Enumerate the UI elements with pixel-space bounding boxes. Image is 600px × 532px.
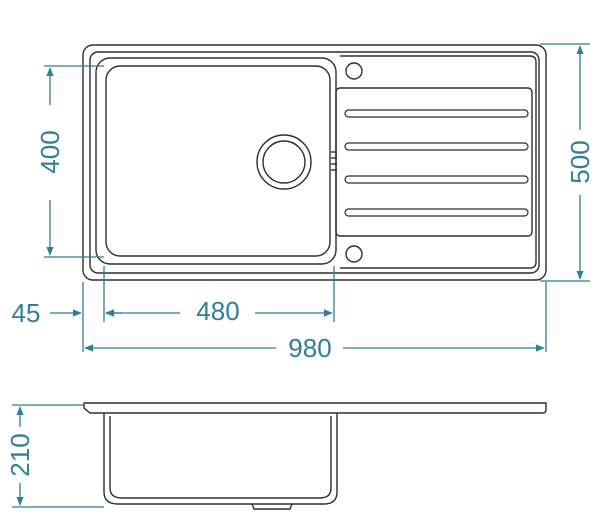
drainer-grooves	[344, 109, 529, 217]
sink-outer-rim	[82, 44, 547, 281]
label-overall-depth: 500	[565, 140, 595, 183]
side-view-rim	[83, 402, 547, 414]
dimension-overall-depth	[540, 43, 590, 282]
drainer-board-outline	[340, 55, 537, 269]
label-overall-width: 980	[288, 333, 331, 363]
drain-outer-ring	[256, 134, 312, 190]
side-view-bowl-outer	[103, 413, 338, 505]
bowl-inner-outline	[105, 65, 331, 257]
label-left-margin: 45	[12, 298, 41, 328]
sink-side-view	[83, 402, 547, 510]
label-bowl-height: 400	[35, 130, 65, 173]
dimension-bowl-height	[44, 65, 104, 258]
tap-hole-bottom	[345, 245, 363, 263]
sink-top-view	[82, 44, 547, 281]
label-bowl-width: 480	[196, 296, 239, 326]
side-view-waste-outlet	[251, 503, 293, 510]
sink-inner-rim	[89, 51, 540, 274]
label-bowl-depth: 210	[5, 433, 35, 476]
side-view-bowl-inner	[109, 416, 332, 499]
dimension-bowl-depth	[12, 404, 104, 508]
tap-hole-top	[345, 62, 363, 80]
drainer-ribbed-panel	[335, 87, 533, 237]
drain-inner-ring	[262, 140, 306, 184]
bowl-outer-outline	[95, 57, 337, 265]
